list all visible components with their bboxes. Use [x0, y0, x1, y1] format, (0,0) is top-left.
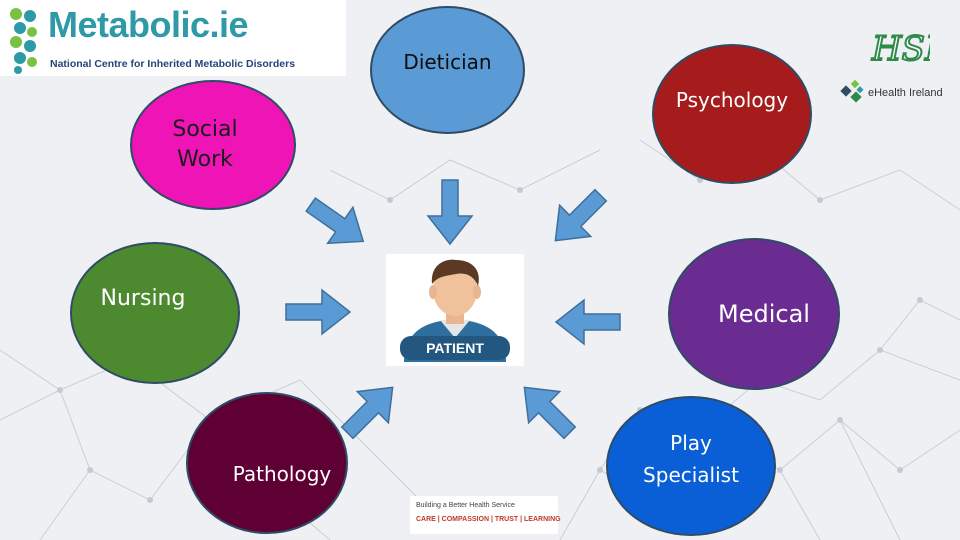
node-dietician-label: Dietician — [403, 50, 492, 74]
node-nursing-label: Nursing — [100, 286, 186, 311]
patient-figure: PATIENT — [386, 254, 524, 366]
hse-logo-icon: HSE — [870, 28, 930, 70]
logo-name: Metabolic.ie — [48, 4, 249, 45]
patient-icon: PATIENT — [400, 259, 510, 362]
node-medical-label: Medical — [718, 300, 810, 328]
node-medical: Medical — [668, 238, 840, 390]
arrow-from-nursing-icon — [285, 289, 351, 335]
node-dietician: Dietician — [370, 6, 525, 134]
node-play-specialist-line1: Play — [670, 431, 712, 455]
node-pathology: Pathology — [186, 392, 348, 534]
ehealth-logo-text: eHealth Ireland — [868, 87, 943, 99]
arrow-from-psychology-icon — [539, 179, 617, 257]
node-psychology: Psychology — [652, 44, 812, 184]
arrow-from-pathology-icon — [331, 371, 409, 449]
node-nursing: Nursing — [70, 242, 240, 384]
patient-label: PATIENT — [426, 340, 484, 356]
metabolic-logo-mark-icon — [10, 8, 37, 74]
hse-values-title: Building a Better Health Service — [416, 502, 515, 509]
metabolic-logo: Metabolic.ie National Centre for Inherit… — [0, 0, 346, 76]
node-play-specialist-line2: Specialist — [643, 463, 739, 487]
node-social-work: Social Work — [130, 80, 296, 210]
arrow-from-social-work-icon — [297, 185, 377, 261]
node-psychology-label: Psychology — [675, 88, 789, 112]
hse-values-logo: Building a Better Health Service CARE | … — [410, 496, 561, 534]
node-play-specialist: Play Specialist — [606, 396, 776, 536]
arrow-from-play-specialist-icon — [508, 371, 586, 449]
hse-values-text: CARE | COMPASSION | TRUST | LEARNING — [416, 516, 561, 523]
hse-logo-text: HSE — [871, 29, 930, 69]
node-social-work-line1: Social — [172, 117, 238, 142]
node-pathology-label: Pathology — [232, 462, 332, 486]
arrow-from-dietician-icon — [427, 179, 473, 245]
arrow-from-medical-icon — [555, 299, 621, 345]
ehealth-logo-mark-icon — [840, 79, 864, 103]
logo-subtitle: National Centre for Inherited Metabolic … — [50, 58, 296, 70]
ehealth-logo: eHealth Ireland — [840, 78, 948, 108]
node-social-work-line2: Work — [177, 147, 233, 172]
